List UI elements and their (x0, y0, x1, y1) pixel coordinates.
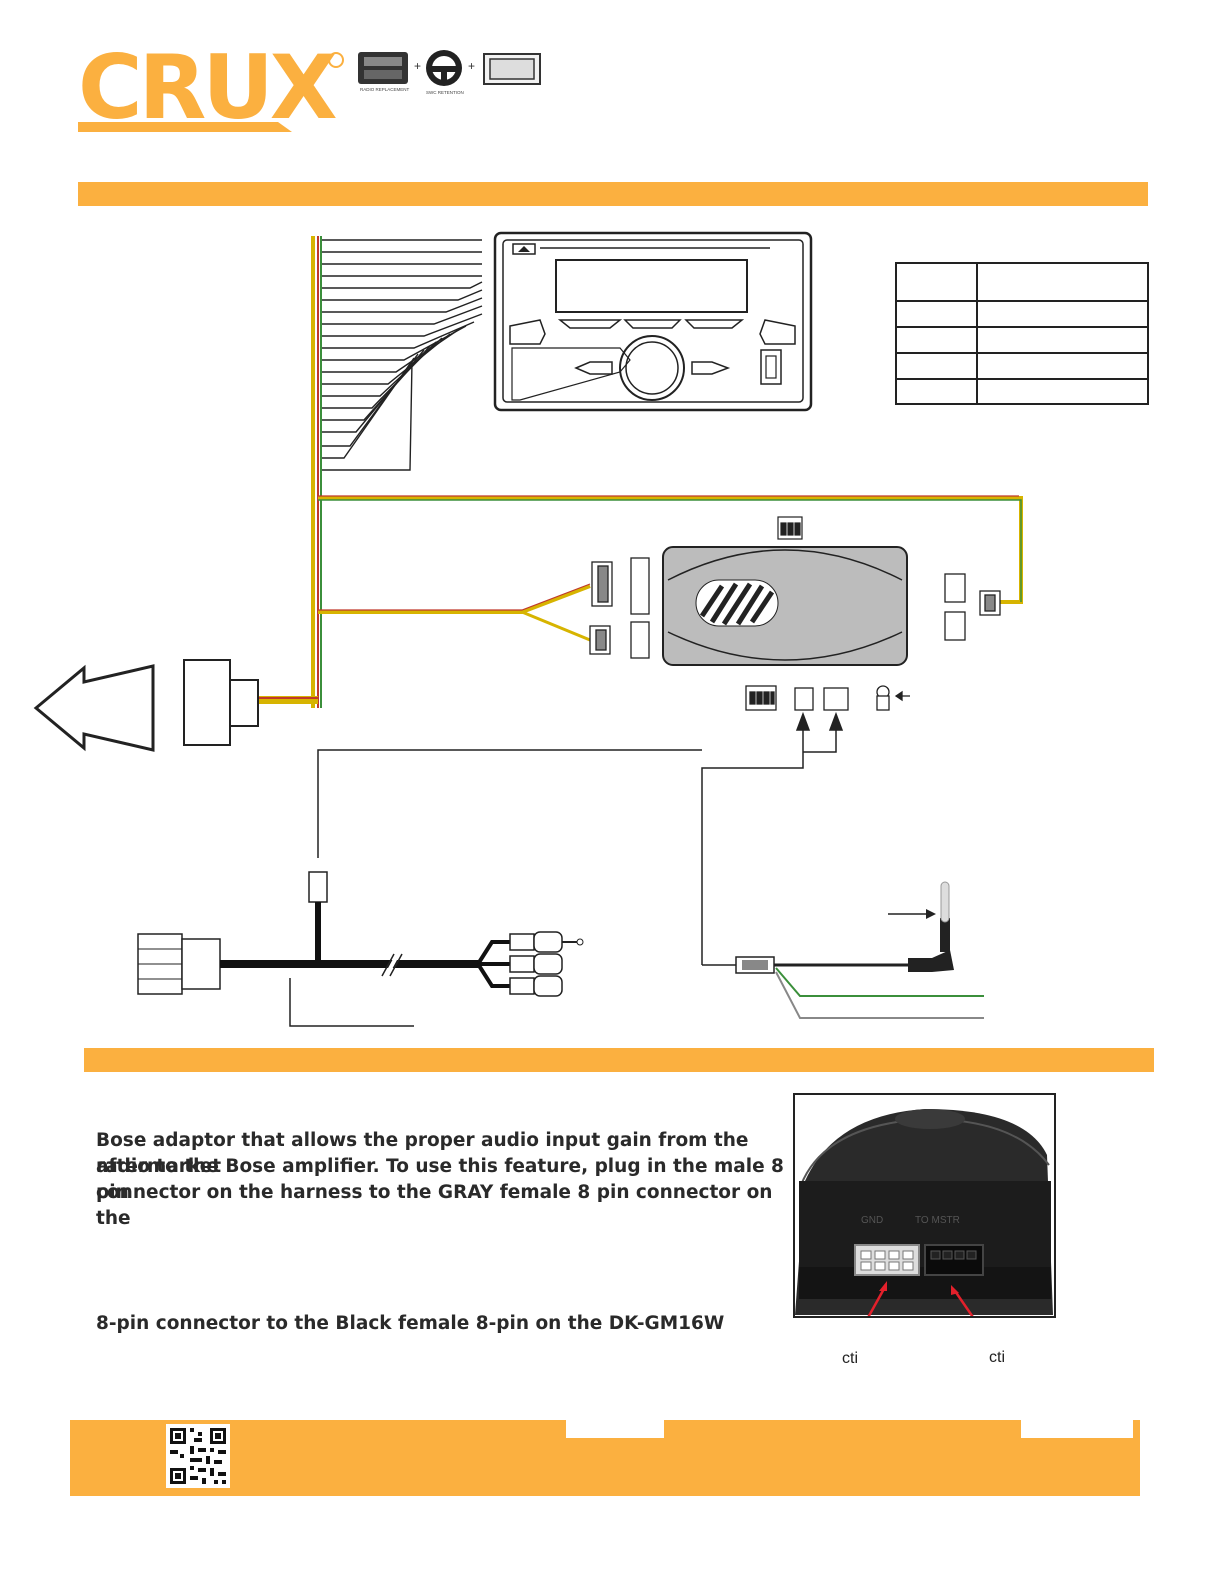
svg-text:GND: GND (861, 1215, 883, 1226)
module-input-wires (318, 583, 591, 642)
description-line-4: 8-pin connector to the Black female 8-pi… (96, 1313, 725, 1334)
module-photo: GND TO MSTR (793, 1093, 1056, 1324)
footer-notch-1 (566, 1420, 664, 1438)
product-badges: RADIO REPLACEMENT + SWC RETENTION + (358, 50, 541, 95)
main-wire-trunk (258, 236, 322, 708)
module-left-connectors (589, 557, 650, 659)
crux-logo: CRUX (78, 40, 344, 139)
svg-text:+: + (414, 59, 421, 73)
description-line-1: Bose adaptor that allows the proper audi… (96, 1130, 749, 1177)
aftermarket-radio (493, 231, 813, 412)
module-right-connectors (944, 573, 1001, 641)
logo-underline (78, 122, 292, 132)
module-bottom-connectors (745, 685, 910, 711)
svg-text:RADIO REPLACEMENT: RADIO REPLACEMENT (360, 87, 410, 92)
svg-text:+: + (468, 59, 475, 73)
vehicle-arrow (33, 659, 259, 752)
radio-harness-wires (322, 239, 483, 471)
steering-wheel-icon (426, 50, 462, 86)
wire-table (895, 262, 1149, 405)
dash-kit-icon (483, 53, 541, 85)
dip-switch-top (777, 516, 803, 540)
photo-caption-left: cti (842, 1350, 858, 1367)
bose-harness (137, 749, 702, 1027)
connection-arrows (701, 711, 844, 965)
aux-cable (702, 881, 984, 1019)
description-line-2: radio to the Bose amplifier. To use this… (96, 1156, 784, 1203)
description-line-3: connector on the harness to the GRAY fem… (96, 1182, 773, 1229)
photo-caption-right: cti (989, 1349, 1005, 1366)
right-loop-wire (318, 495, 1023, 604)
svg-text:SWC RETENTION: SWC RETENTION (426, 90, 464, 95)
svg-text:TO MSTR: TO MSTR (915, 1215, 960, 1226)
radio-icon (358, 52, 408, 84)
footer-notch-2 (1021, 1420, 1133, 1438)
qr-code-icon[interactable] (166, 1424, 230, 1488)
header-bar (78, 182, 1148, 206)
section-bar (84, 1048, 1154, 1072)
registered-mark (328, 52, 344, 68)
black-8pin-connector (924, 1244, 984, 1276)
interface-module (662, 546, 908, 666)
